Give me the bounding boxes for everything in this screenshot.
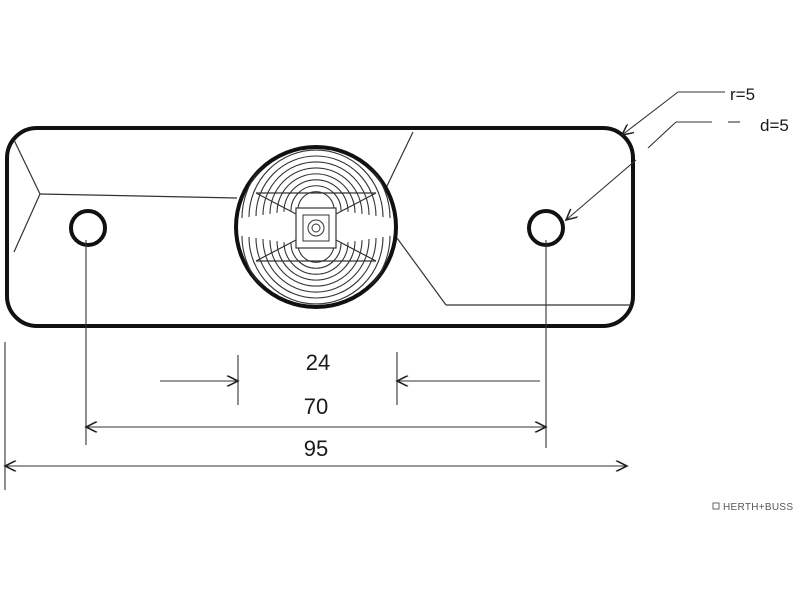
reflector-lens — [234, 145, 398, 309]
lens-arc-top — [241, 147, 391, 219]
mounting-hole-left — [69, 209, 107, 247]
lens-arc-top — [262, 161, 370, 215]
dimension-hole-spacing: 70 — [304, 394, 328, 419]
lens-arc-bottom — [248, 236, 384, 305]
dimension-lines — [5, 381, 627, 466]
lens-arc-top — [269, 167, 363, 214]
callout-hole-diameter: d=5 — [760, 116, 789, 135]
mounting-hole-right — [527, 209, 565, 247]
lens-reflector-arcs — [241, 147, 391, 307]
lens-arc-top — [283, 179, 349, 212]
callout-corner-radius: r=5 — [730, 85, 755, 104]
lens-arc-bottom — [241, 235, 391, 307]
extension-lines — [4, 240, 547, 490]
lens-arc-bottom — [276, 241, 356, 281]
lamp-housing-outline — [5, 126, 635, 328]
lens-arc-top — [248, 149, 384, 218]
lens-arc-bottom — [269, 240, 363, 287]
lens-arc-bottom — [262, 239, 370, 293]
lens-arc-bottom — [255, 237, 377, 299]
lens-arc-top — [276, 173, 356, 213]
lens-arc-top — [255, 155, 377, 217]
lens-arc-bottom — [297, 244, 335, 263]
housing-facet-lines — [13, 131, 631, 306]
lens-arc-top — [297, 191, 335, 210]
brand-logo: HERTH+BUSS — [712, 502, 793, 513]
lens-arc-top — [290, 185, 342, 211]
dimension-lens-width: 24 — [306, 350, 330, 375]
callout-leaders — [566, 91, 740, 220]
dimension-overall-length: 95 — [304, 436, 328, 461]
lens-arc-bottom — [290, 243, 342, 269]
brand-text: HERTH+BUSS — [723, 502, 793, 513]
lens-arc-bottom — [283, 242, 349, 275]
